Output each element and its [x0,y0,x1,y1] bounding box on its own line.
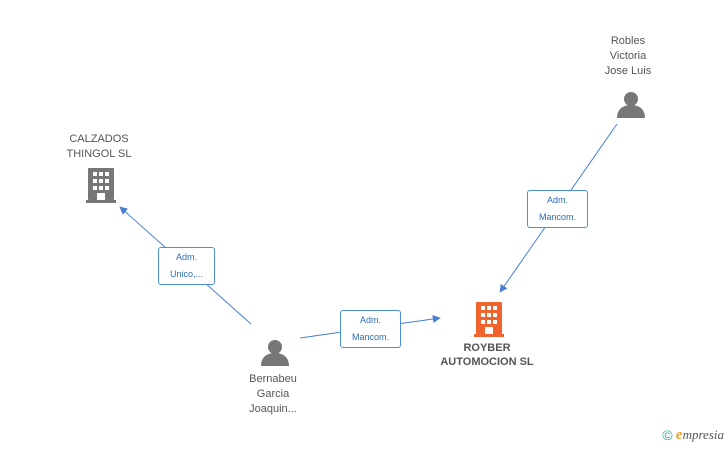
building-icon [474,302,504,337]
edge-label-bernabeu-royber[interactable]: Adm. Mancom. [340,310,401,348]
copyright-icon: © [662,427,673,443]
empresia-watermark: © empresia [662,427,724,444]
edge-label-bernabeu-calzados[interactable]: Adm. Unico,... [158,247,215,285]
person-icon [261,340,289,366]
brand-logo: empresia [675,427,724,443]
node-label-bernabeu[interactable]: Bernabeu Garcia Joaquin... [249,373,297,415]
edge-label-robles-royber[interactable]: Adm. Mancom. [527,190,588,228]
node-label-robles[interactable]: Robles Victoria Jose Luis [604,35,652,77]
building-icon [86,168,116,203]
node-label-royber[interactable]: ROYBER AUTOMOCION SL [440,342,534,368]
node-label-calzados[interactable]: CALZADOS THINGOL SL [66,133,132,160]
person-icon [617,92,645,118]
